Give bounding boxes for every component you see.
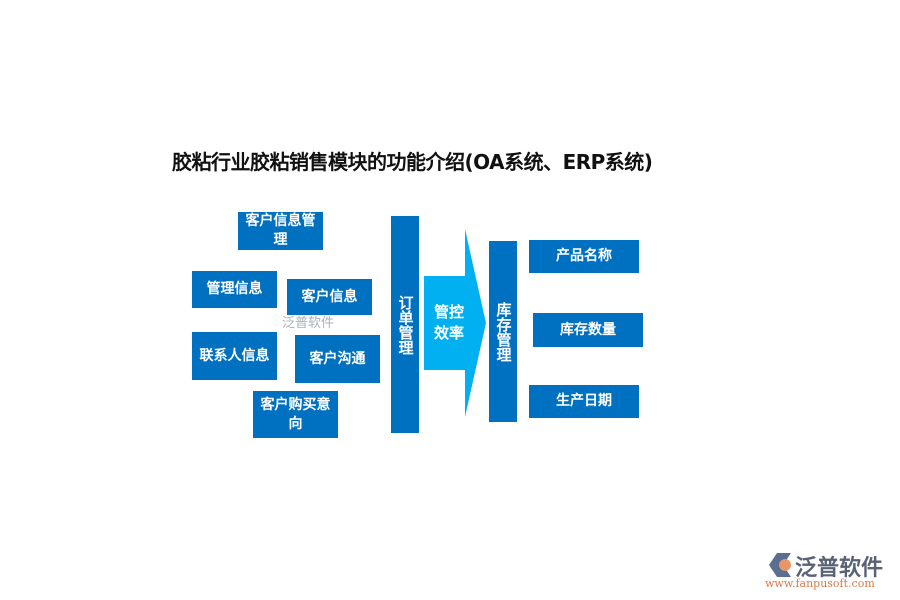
node-purchase-intent: 客户购买意向 (253, 391, 338, 438)
logo-name: 泛普软件 (795, 556, 884, 581)
node-production-date: 生产日期 (529, 385, 639, 418)
node-order-management: 订单管理 (391, 216, 419, 433)
logo-url: www.fanpusoft.com (765, 577, 875, 590)
node-inventory-management: 库存管理 (489, 241, 517, 422)
node-product-name: 产品名称 (529, 240, 639, 273)
watermark: 泛普软件 (282, 316, 335, 331)
node-management-info: 管理信息 (192, 271, 277, 308)
node-contact-info: 联系人信息 (192, 332, 277, 380)
arrow-shape (424, 229, 486, 417)
diagram-title: 胶粘行业胶粘销售模块的功能介绍(OA系统、ERP系统) (172, 150, 653, 174)
node-customer-communication: 客户沟通 (295, 335, 380, 383)
arrow-label: 管控效率 (433, 303, 464, 342)
logo-icon (769, 553, 791, 577)
node-stock-quantity: 库存数量 (533, 313, 643, 347)
node-customer-info-management: 客户信息管理 (238, 212, 323, 250)
node-customer-info: 客户信息 (287, 279, 372, 315)
